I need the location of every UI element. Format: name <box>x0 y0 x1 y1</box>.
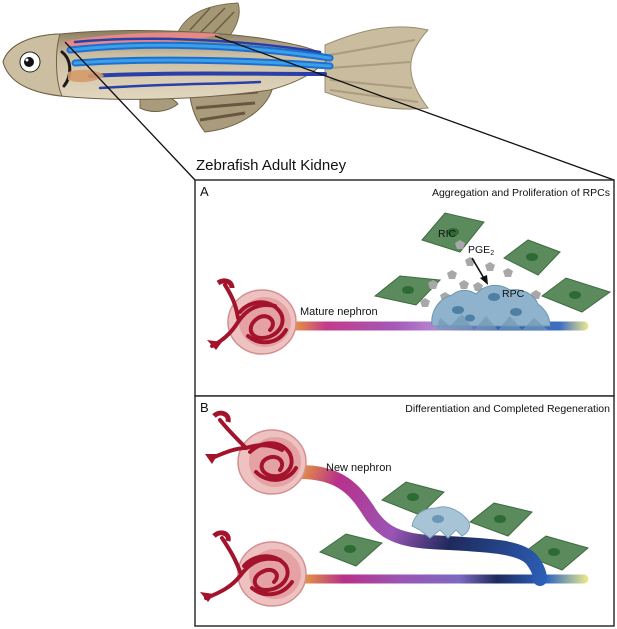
panel-a-heading: Aggregation and Proliferation of RPCs <box>432 187 610 199</box>
fish-dorsal-fin <box>177 2 240 39</box>
ric-nuclei <box>402 228 581 299</box>
glomerulus-existing <box>200 530 307 607</box>
mature-nephron-label: Mature nephron <box>300 306 378 318</box>
differentiating-rpc <box>411 506 470 539</box>
panel-b: B Differentiation and Completed Regenera… <box>194 395 615 627</box>
figure-title: Zebrafish Adult Kidney <box>196 157 347 174</box>
zoom-lines <box>64 35 615 181</box>
glomerulus-a <box>207 278 297 355</box>
fish-tail-fin <box>324 26 429 110</box>
panel-a-letter: A <box>200 184 209 199</box>
fish-stripes <box>66 37 334 90</box>
zebrafish-illustration <box>2 2 429 133</box>
rpc-label: RPC <box>502 288 525 300</box>
new-nephron-label: New nephron <box>326 462 391 474</box>
glomerulus-new <box>205 410 307 495</box>
new-nephron-tubule <box>293 465 547 586</box>
ric-nuclei-b <box>344 493 560 556</box>
panel-a: A Aggregation and Proliferation of RPCs … <box>194 179 615 397</box>
pge2-molecules <box>420 240 541 307</box>
rpc-aggregate <box>431 284 551 330</box>
ric-label: RIC <box>438 228 457 240</box>
pge2-arrow <box>471 257 488 285</box>
panel-b-heading: Differentiation and Completed Regenerati… <box>405 403 610 415</box>
pge2-label: PGE2 <box>468 244 494 257</box>
panel-b-letter: B <box>200 400 209 415</box>
